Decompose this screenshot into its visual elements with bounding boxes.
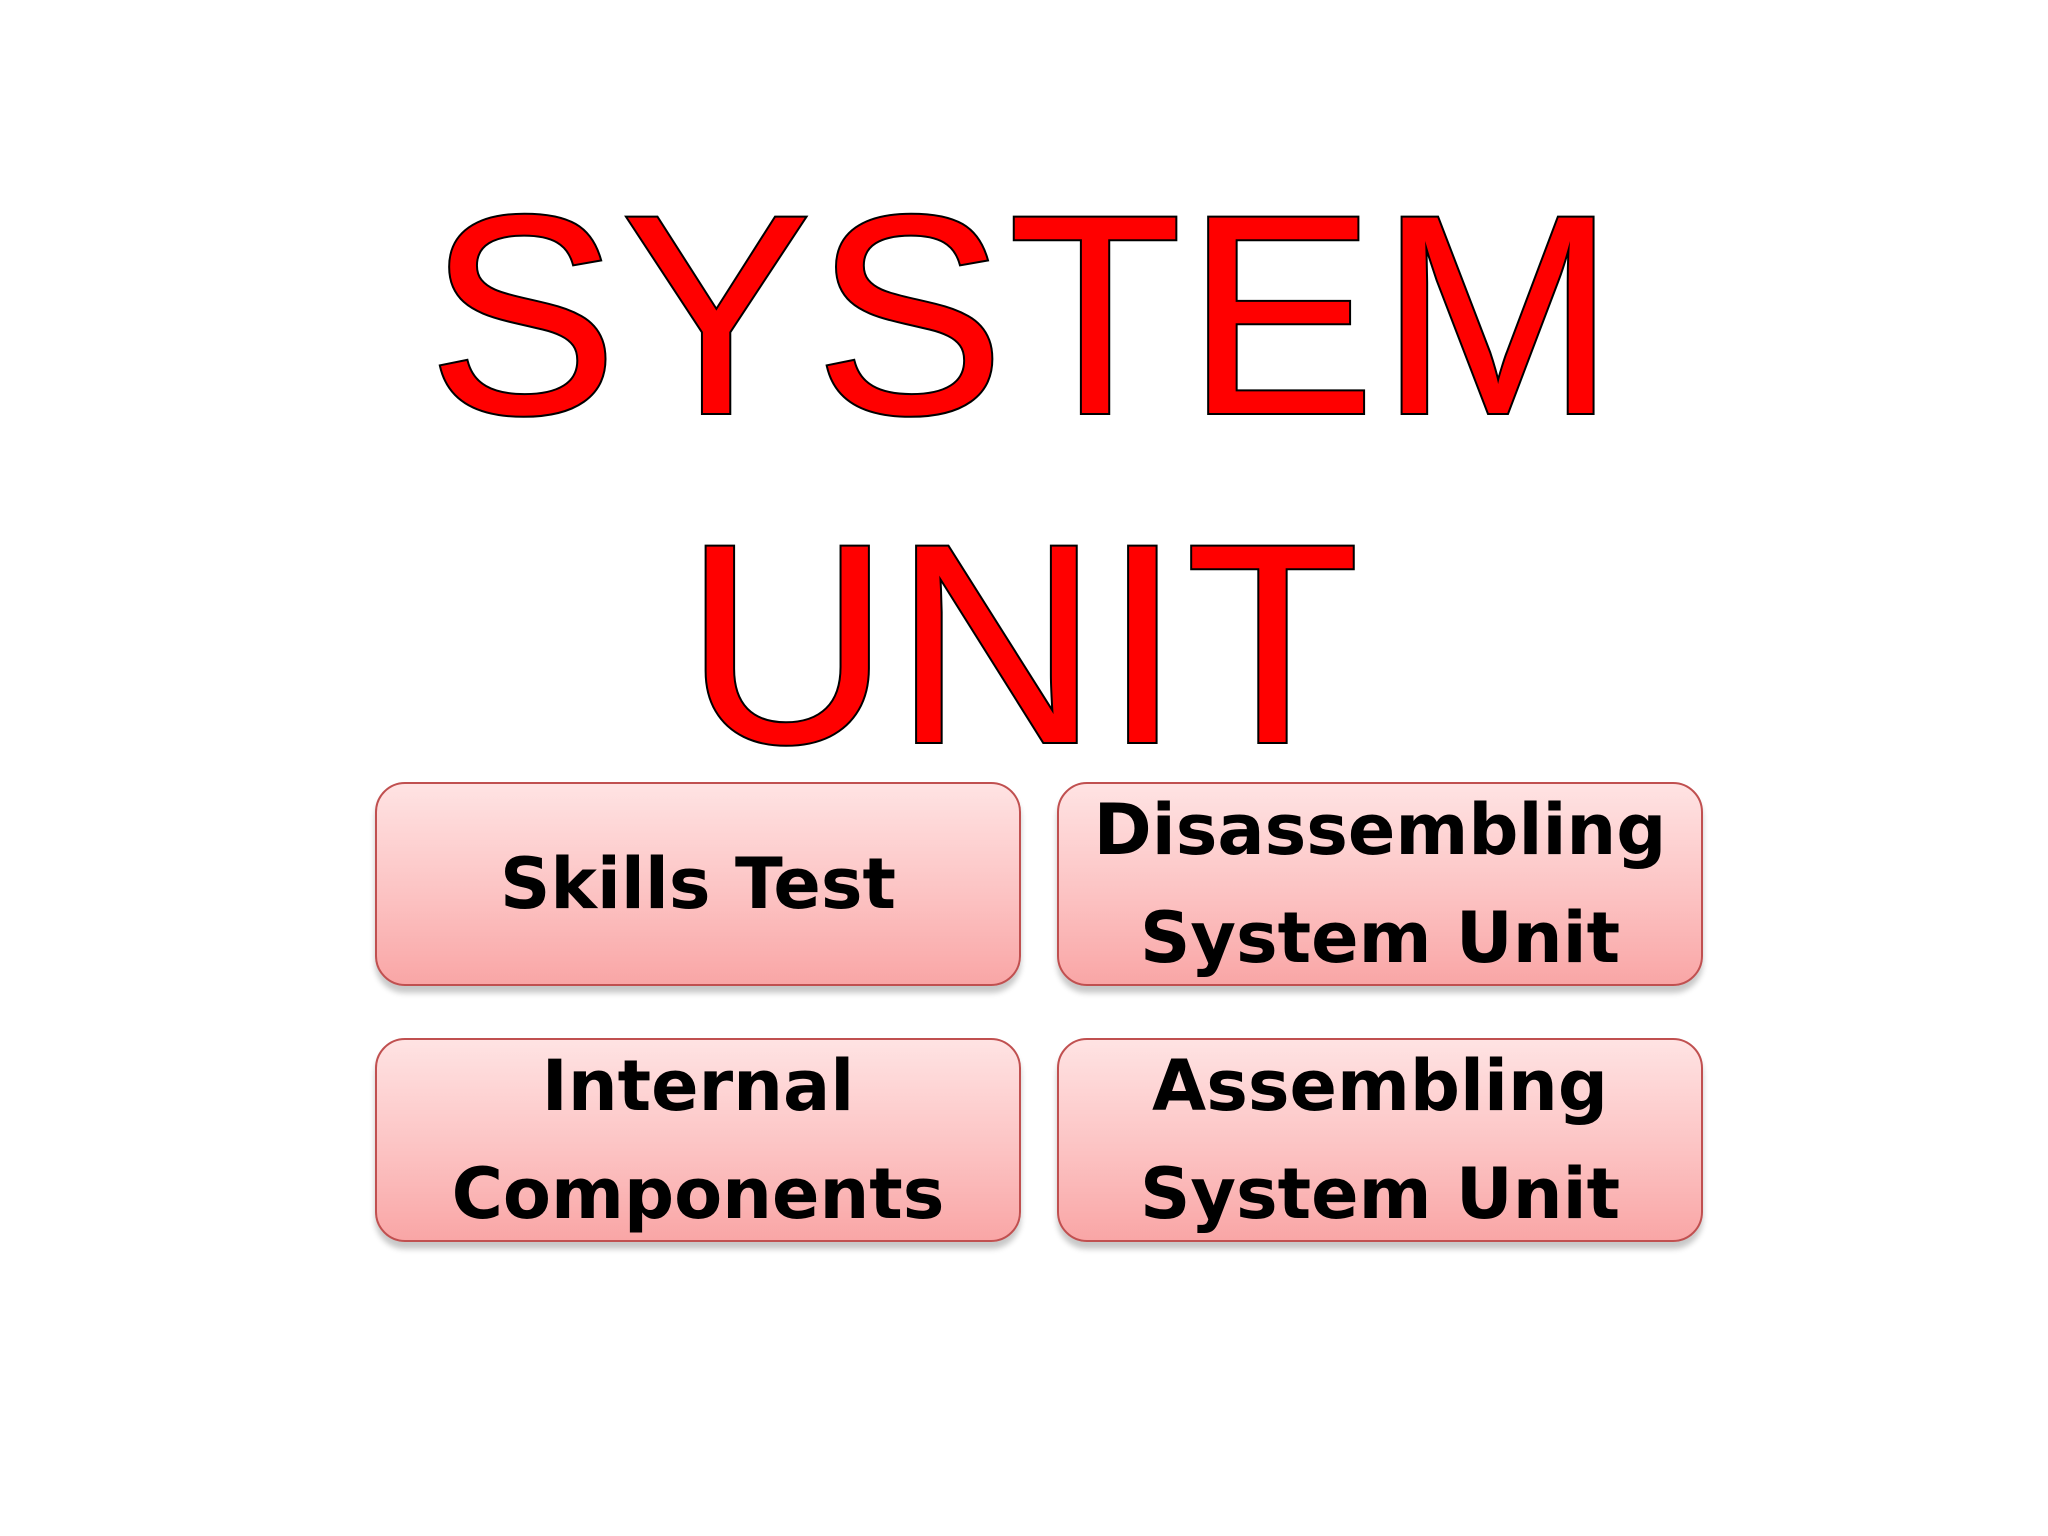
internal-components-label: Internal Components [451,1045,945,1235]
internal-components-button[interactable]: Internal Components [375,1038,1021,1242]
skills-test-label: Skills Test [499,843,897,925]
disassembling-system-unit-label: Disassembling System Unit [1093,789,1667,979]
assembling-system-unit-label: Assembling System Unit [1139,1045,1621,1235]
assembling-system-unit-button[interactable]: Assembling System Unit [1057,1038,1703,1242]
title-line-system: SYSTEM [426,157,1620,474]
skills-test-button[interactable]: Skills Test [375,782,1021,986]
disassembling-system-unit-button[interactable]: Disassembling System Unit [1057,782,1703,986]
title-line-unit: UNIT [683,486,1364,803]
